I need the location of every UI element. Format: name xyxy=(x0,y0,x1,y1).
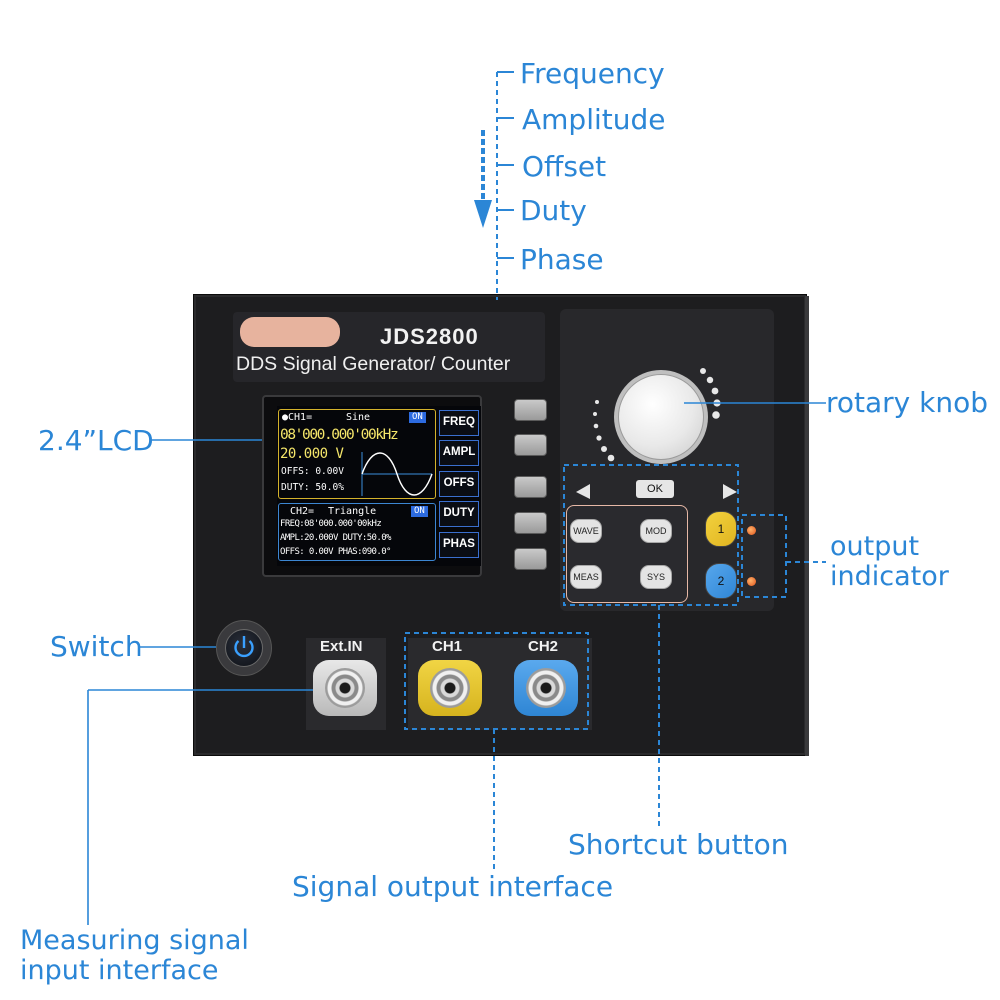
softkey-offs[interactable]: OFFS xyxy=(439,471,479,497)
ch2-output-led xyxy=(747,577,756,586)
phase-label: Phase xyxy=(520,243,604,276)
model-subtitle: DDS Signal Generator/ Counter xyxy=(236,353,511,375)
ch1-bnc-connector[interactable] xyxy=(430,668,470,708)
amplitude-label: Amplitude xyxy=(522,103,666,136)
lcd-ch2-wave: Triangle xyxy=(328,506,377,517)
ch1-port-label: CH1 xyxy=(432,638,463,655)
rotary-knob[interactable] xyxy=(618,374,704,460)
lcd-ch1-box xyxy=(278,409,436,499)
output-ports-dashed-box xyxy=(404,632,589,730)
ch2-port-label: CH2 xyxy=(528,638,559,655)
brand-logo-pad xyxy=(240,317,340,347)
ch2-output-button[interactable]: 2 xyxy=(705,563,737,599)
lcd-ch1-amplitude: 20.000 V xyxy=(280,446,344,462)
lcd-ch1-on-badge: ON xyxy=(409,412,426,423)
lcd-sine-wave xyxy=(361,452,433,496)
side-button-freq[interactable] xyxy=(514,399,547,421)
signal-output-interface-label: Signal output interface xyxy=(292,870,614,903)
right-arrow-key xyxy=(723,484,737,499)
softkey-freq[interactable]: FREQ xyxy=(439,410,479,436)
softkey-ampl[interactable]: AMPL xyxy=(439,440,479,466)
ext-in-bnc-connector[interactable] xyxy=(325,668,365,708)
frequency-label: Frequency xyxy=(520,57,665,90)
sys-button[interactable]: SYS xyxy=(640,565,672,589)
softkey-duty[interactable]: DUTY xyxy=(439,501,479,527)
side-button-duty[interactable] xyxy=(514,512,547,534)
ch1-output-button[interactable]: 1 xyxy=(705,511,737,547)
measuring-signal-input-label: Measuring signal input interface xyxy=(20,925,249,986)
lcd-ch1-frequency: 08'000.000'00kHz xyxy=(280,427,399,443)
meas-button[interactable]: MEAS xyxy=(570,565,602,589)
lcd-label: 2.4”LCD xyxy=(38,424,154,457)
left-arrow-key xyxy=(576,484,590,499)
lcd-ch1-offset: OFFS: 0.00V xyxy=(281,466,344,477)
lcd-ch2-on-badge: ON xyxy=(411,506,428,517)
lcd-ch2-amplitude-duty: AMPL:20.000V DUTY:50.0% xyxy=(280,533,391,543)
ch2-bnc-connector[interactable] xyxy=(526,668,566,708)
lcd-ch2-offset-phase: OFFS: 0.00V PHAS:090.0° xyxy=(280,547,391,557)
indicator-dashed-box xyxy=(741,514,787,598)
ch1-output-led xyxy=(747,526,756,535)
side-button-phas[interactable] xyxy=(514,548,547,570)
duty-label: Duty xyxy=(520,194,587,227)
ext-in-label: Ext.IN xyxy=(320,638,363,655)
mod-button[interactable]: MOD xyxy=(640,519,672,543)
device-side-bevel xyxy=(805,296,809,756)
parameter-bracket xyxy=(496,71,514,300)
shortcut-button-label: Shortcut button xyxy=(568,828,789,861)
ok-button[interactable]: OK xyxy=(636,480,674,498)
rotary-knob-label: rotary knob xyxy=(826,386,989,419)
power-icon xyxy=(234,640,254,658)
lcd-ch2-box xyxy=(278,503,436,561)
lcd-ch1-wave: Sine xyxy=(346,412,371,423)
output-indicator-label: output indicator xyxy=(830,531,949,592)
model-name: JDS2800 xyxy=(380,324,479,349)
offset-label: Offset xyxy=(522,150,607,183)
knob-dial-dots xyxy=(593,368,721,462)
side-button-ampl[interactable] xyxy=(514,434,547,456)
shortcut-dashed-box xyxy=(563,464,739,606)
lcd-ch1-duty: DUTY: 50.0% xyxy=(281,482,344,493)
switch-label: Switch xyxy=(50,630,143,663)
side-button-offs[interactable] xyxy=(514,476,547,498)
lcd-ch2-header: CH2= xyxy=(290,506,315,517)
scroll-arrow-head xyxy=(474,200,492,228)
softkey-phas[interactable]: PHAS xyxy=(439,532,479,558)
lcd-ch1-header: ●CH1= xyxy=(282,412,313,423)
wave-button[interactable]: WAVE xyxy=(570,519,602,543)
lcd-ch2-frequency: FREQ:08'000.000'00kHz xyxy=(280,519,382,529)
